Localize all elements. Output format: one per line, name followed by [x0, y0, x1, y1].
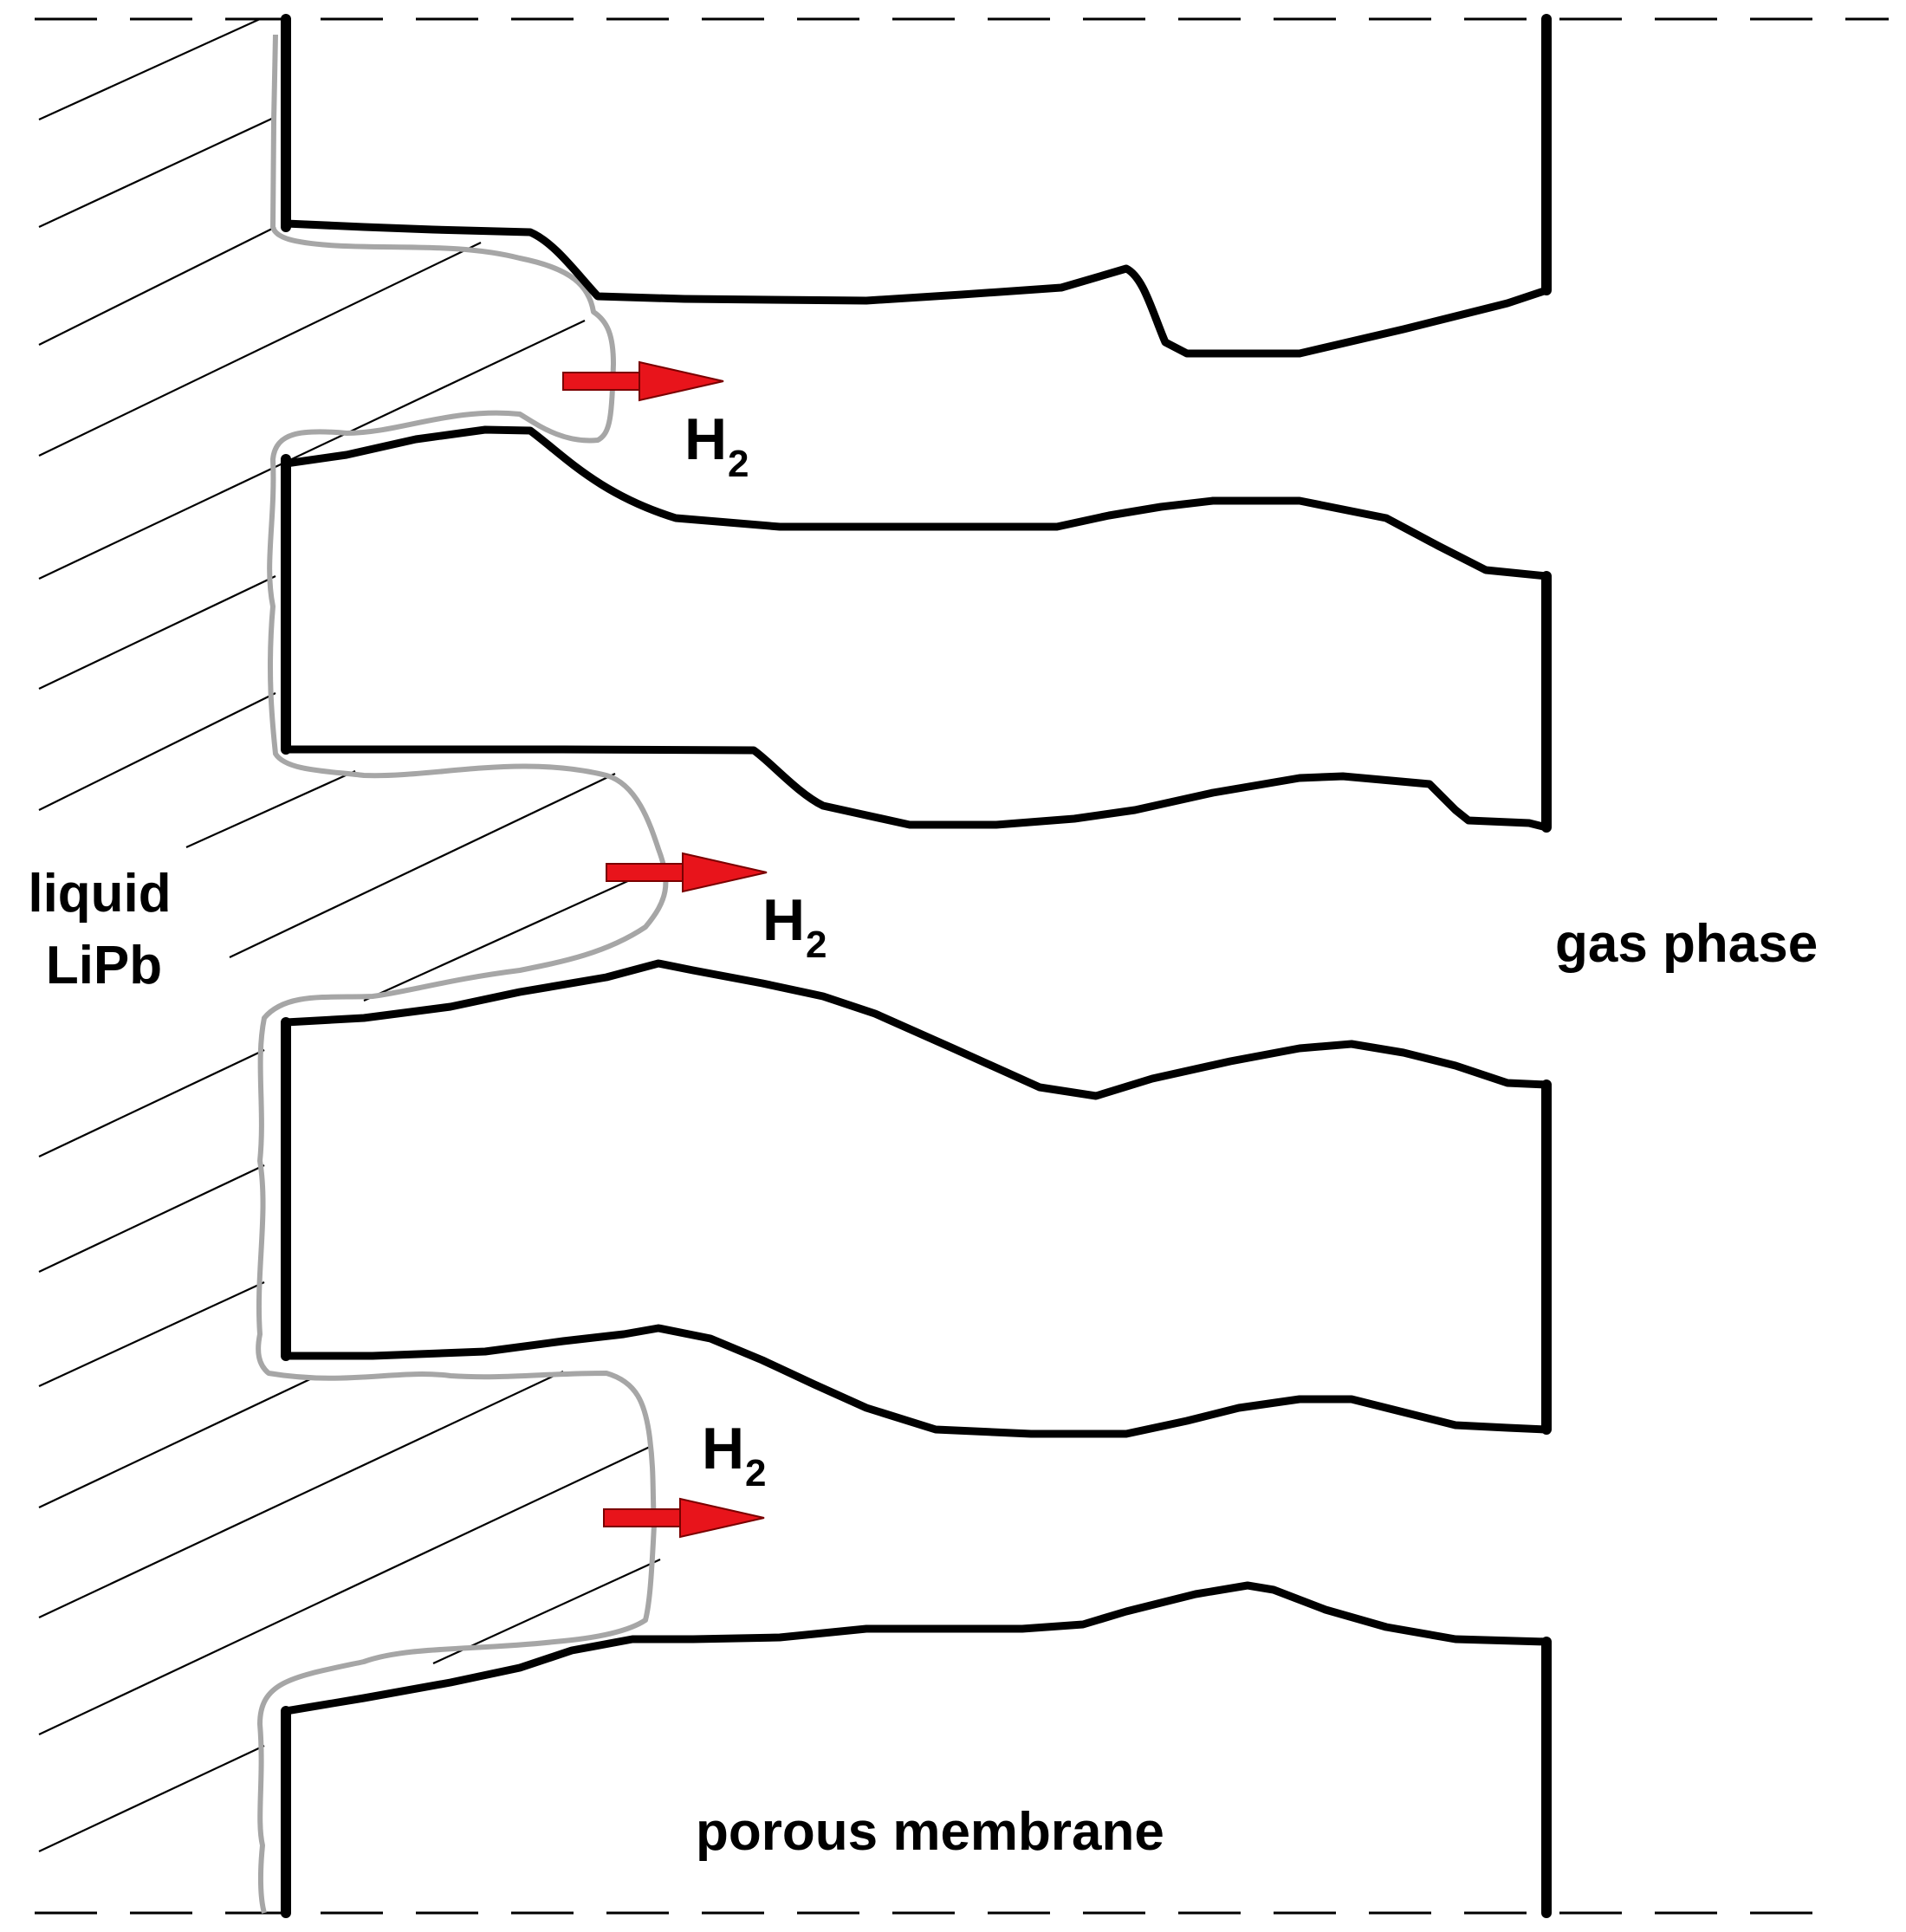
membrane-walls [281, 14, 1552, 1918]
h2-label-1-main: H [684, 406, 727, 472]
pore-4-upper-wall [282, 1324, 1551, 1438]
porous-membrane-label: porous membrane [696, 1802, 1164, 1862]
h2-label-2: H 2 [762, 887, 827, 966]
liquid-label-line2: LiPb [46, 936, 162, 995]
gas-phase-label: gas phase [1555, 914, 1818, 974]
h2-label-2-main: H [762, 887, 805, 953]
h2-flux-arrows [562, 360, 768, 1539]
h2-label-3-subscript: 2 [745, 1452, 766, 1494]
h2-arrow-3-shaft [603, 1508, 683, 1527]
h2-arrow-3 [603, 1497, 765, 1539]
h2-arrow-2 [606, 852, 768, 893]
h2-label-2-subscript: 2 [806, 924, 827, 966]
pore-1-lower-wall [282, 425, 1551, 580]
pore-1-upper-wall [282, 219, 1551, 358]
h2-label-1: H 2 [684, 406, 749, 485]
h2-label-1-subscript: 2 [728, 443, 749, 485]
h2-arrow-1 [562, 360, 724, 402]
h2-arrow-3-head [679, 1497, 765, 1539]
liquid-label-line1: liquid [28, 864, 171, 924]
liquid-meniscus [256, 34, 669, 1914]
h2-label-3-main: H [702, 1416, 744, 1481]
h2-label-3: H 2 [702, 1416, 766, 1494]
pore-3-lower-wall [282, 959, 1551, 1100]
pore-2-lower-wall [282, 745, 1551, 832]
h2-arrow-1-head [639, 360, 724, 402]
h2-arrow-2-shaft [606, 863, 685, 882]
dashed-boundaries [35, 17, 1889, 1915]
h2-arrow-2-head [682, 852, 768, 893]
h2-arrow-1-shaft [562, 372, 642, 391]
pore-4-lower-wall [282, 1581, 1551, 1715]
